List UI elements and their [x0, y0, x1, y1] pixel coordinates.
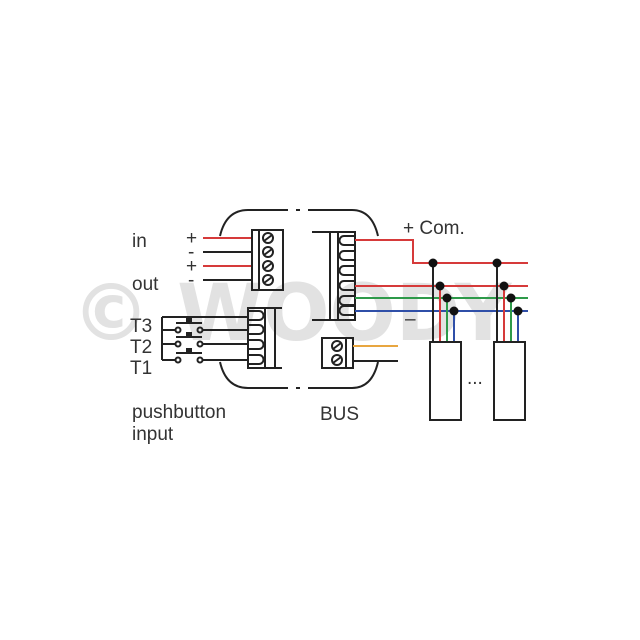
device-1: [428, 258, 462, 421]
bus-terminal: [321, 337, 398, 369]
label-plus: +: [186, 256, 197, 277]
label-t2: T2: [130, 337, 152, 358]
screw-icon: [331, 340, 343, 352]
label-t3: T3: [130, 316, 152, 337]
screw-icon: [262, 232, 274, 244]
label-minus: -: [188, 242, 194, 263]
screw-icon: [262, 260, 274, 272]
pushbutton-t2: [174, 332, 204, 348]
label-t1: T1: [130, 358, 152, 379]
device-2: [492, 258, 526, 421]
output-terminal: [312, 231, 356, 321]
label-pushbutton: pushbutton: [132, 402, 226, 423]
label-com: + Com.: [403, 218, 465, 239]
screw-icon: [331, 354, 343, 366]
module-outline: [219, 209, 379, 389]
label-plus: +: [186, 228, 197, 249]
pushbutton-t3: [174, 318, 204, 334]
screw-icon: [262, 274, 274, 286]
in-out-wires: [203, 237, 252, 281]
in-out-terminal: [251, 229, 284, 291]
label-in: in: [132, 231, 147, 252]
pushbutton-terminal: [247, 307, 282, 369]
label-bus: BUS: [320, 404, 359, 425]
label-com-minus: –: [405, 309, 416, 330]
pushbutton-t1: [174, 348, 204, 364]
pushbuttons: [161, 316, 248, 364]
screw-icon: [262, 246, 274, 258]
label-input: input: [132, 424, 174, 445]
label-minus: -: [188, 270, 194, 291]
label-out: out: [132, 274, 159, 295]
ellipsis: ...: [467, 368, 483, 389]
